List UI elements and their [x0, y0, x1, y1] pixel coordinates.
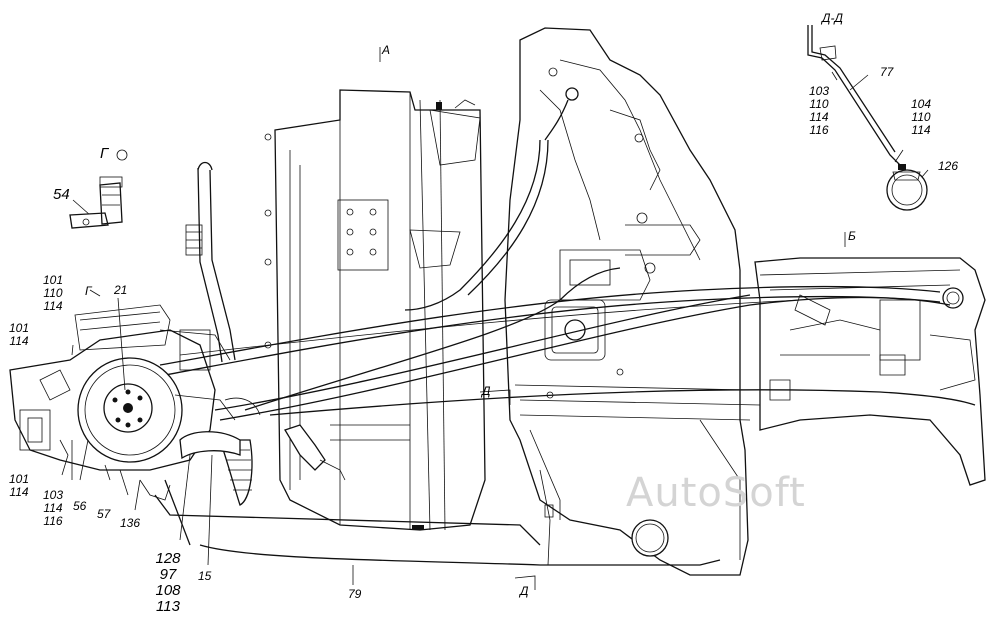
- callout-group-101-114-lower: 101 114: [6, 473, 32, 499]
- callout-57: 57: [97, 507, 111, 521]
- callout-116: 116: [809, 123, 829, 137]
- view-label-g: Г: [85, 284, 92, 298]
- callout-101: 101: [8, 321, 30, 335]
- section-label-d-d: Д-Д: [822, 11, 843, 25]
- callout-101: 101: [8, 472, 30, 486]
- callout-103: 103: [42, 488, 64, 502]
- cut-label-d-bottom: Д: [520, 584, 529, 598]
- callout-114: 114: [809, 110, 829, 124]
- callout-114: 114: [43, 299, 63, 313]
- callout-114: 114: [911, 123, 931, 137]
- callout-108: 108: [155, 582, 181, 599]
- callout-116: 116: [43, 514, 63, 528]
- detail-view-g: [69, 149, 128, 229]
- callout-21: 21: [114, 283, 128, 297]
- callout-97: 97: [159, 566, 177, 583]
- callout-113: 113: [156, 598, 180, 615]
- callout-15: 15: [198, 569, 212, 583]
- view-label-a: А: [382, 43, 391, 57]
- callout-126: 126: [938, 159, 959, 173]
- air-filter-housing: [9, 224, 346, 506]
- callout-group-101-114-upper: 101 114: [6, 322, 32, 348]
- callout-114: 114: [9, 334, 29, 348]
- watermark-text: AutoSoft: [626, 470, 806, 516]
- callout-104: 104: [910, 97, 932, 111]
- callout-group-103-110-114-116: 103 110 114 116: [806, 85, 832, 137]
- callout-110: 110: [43, 286, 63, 300]
- callout-group-103-114-116: 103 114 116: [40, 489, 66, 528]
- section-d-d: [807, 25, 928, 211]
- callout-110: 110: [809, 97, 829, 111]
- callout-56: 56: [73, 499, 87, 513]
- cut-label-d-top: Д: [482, 384, 491, 398]
- radiator: [264, 89, 486, 531]
- callout-group-104-110-114: 104 110 114: [908, 98, 934, 137]
- callout-group-101-110-114: 101 110 114: [40, 274, 66, 313]
- callout-114: 114: [9, 485, 29, 499]
- callout-136: 136: [120, 516, 141, 530]
- engine-block: [504, 27, 761, 576]
- callout-54: 54: [53, 186, 70, 203]
- callout-77: 77: [880, 65, 894, 79]
- view-label-b: Б: [848, 229, 856, 243]
- callout-group-128-97-108-113: 128 97 108 113: [152, 551, 184, 615]
- callout-110: 110: [911, 110, 931, 124]
- view-label-g-detail: Г: [100, 145, 109, 162]
- callout-128: 128: [155, 550, 181, 567]
- hoses: [154, 87, 976, 566]
- callout-101: 101: [42, 273, 64, 287]
- callout-114: 114: [43, 501, 63, 515]
- leader-lines: [59, 47, 929, 590]
- frame-rail: [754, 257, 986, 486]
- callout-103: 103: [808, 84, 830, 98]
- callout-79: 79: [348, 587, 362, 601]
